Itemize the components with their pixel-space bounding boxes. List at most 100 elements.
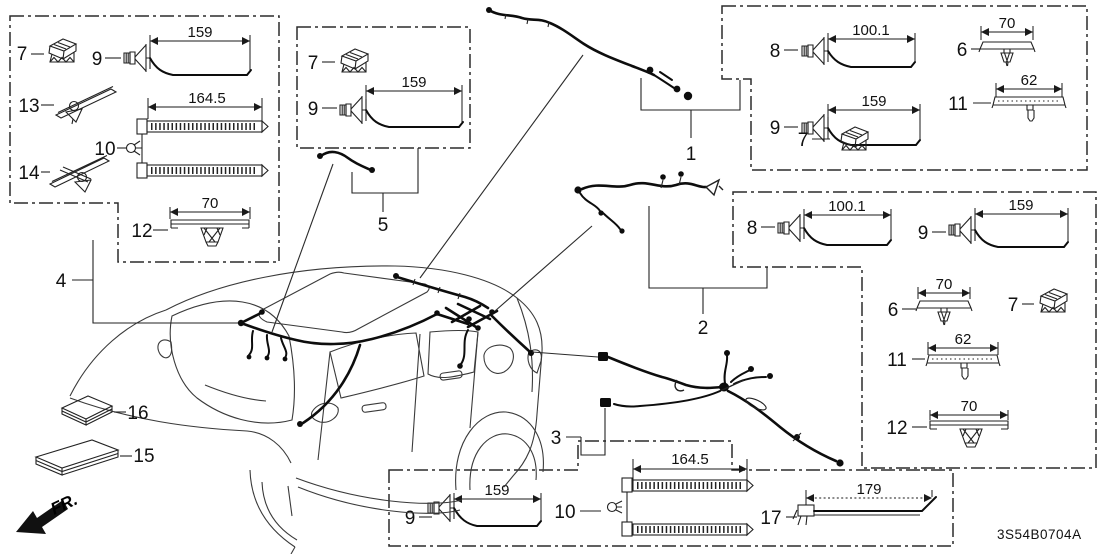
wire-tie-strap — [149, 57, 252, 76]
dim-label: 100.1 — [852, 22, 890, 39]
box-mid-right — [732, 191, 1097, 469]
wire-tie-anchor-icon — [427, 493, 455, 523]
dim-label: 62 — [955, 331, 972, 348]
callout-1-bracket — [640, 78, 741, 138]
ref-label: 11 — [948, 94, 968, 115]
dim-label: 70 — [202, 195, 219, 212]
box-top-right-items: 8 100.1 6 70 9 159 11 62 7 — [770, 15, 1067, 151]
wire-tie-anchor-icon — [339, 95, 367, 125]
bracket-clip-icon — [170, 219, 250, 247]
bracket-clip-icon — [978, 41, 1036, 67]
ref-label: 7 — [17, 44, 28, 65]
callout-16: 16 — [127, 403, 148, 424]
ref-label: 11 — [887, 350, 907, 371]
wire-tie-strap — [827, 50, 916, 68]
dim-label: 159 — [1008, 197, 1033, 214]
box-mid-left — [296, 26, 471, 149]
ref-label: 7 — [1008, 295, 1019, 316]
bracket-clip-icon — [991, 96, 1067, 122]
rear-wheel-arch — [455, 411, 544, 491]
dim-label: 62 — [1021, 72, 1038, 89]
wire-tie-strap — [453, 507, 542, 527]
callout-2-bracket — [648, 206, 768, 314]
wire-tie-anchor-icon — [777, 213, 805, 243]
box-top-right — [721, 5, 1088, 171]
dim-label: 70 — [936, 276, 953, 293]
front-wheel-arch — [249, 469, 298, 548]
door-handle — [361, 402, 387, 413]
ref-label: 13 — [18, 96, 39, 117]
callout-2: 2 — [698, 318, 709, 339]
wire-tie-strap — [974, 229, 1069, 248]
ref-label: 8 — [747, 218, 758, 239]
callout-5: 5 — [378, 215, 389, 236]
diagram-code: 3S54B0704A — [997, 527, 1082, 542]
box-top-left — [9, 15, 280, 263]
dim-label: 70 — [961, 398, 978, 415]
callout-4: 4 — [56, 271, 67, 292]
ref-label: 12 — [886, 418, 907, 439]
ref-label: 10 — [554, 502, 575, 523]
wire-tie-strap — [803, 227, 892, 246]
windshield — [169, 300, 295, 424]
rear-door-window — [427, 329, 479, 379]
push-clip-icon — [1039, 288, 1068, 313]
bracket-clip-icon — [925, 354, 1001, 380]
pad-15: 15 — [34, 439, 155, 476]
dim-label: 70 — [999, 15, 1016, 32]
box-bottom-items: 9 159 10 164.5 17 — [405, 451, 937, 537]
ref-label: 6 — [957, 40, 968, 61]
ref-label: 9 — [770, 118, 781, 139]
sunroof — [258, 271, 430, 334]
roof-harness — [237, 273, 534, 427]
push-clip-icon — [48, 38, 77, 63]
corrugated-sleeve-icon — [606, 477, 754, 537]
dim-label: 159 — [861, 93, 886, 110]
ref-label: 6 — [888, 300, 899, 321]
fr-arrow-icon — [16, 500, 68, 534]
ref-label: 17 — [760, 508, 781, 529]
t-clip-icon — [54, 86, 118, 125]
harness-3-sketch: 3 — [531, 350, 844, 467]
ref-label: 12 — [131, 221, 152, 242]
callout-15: 15 — [133, 446, 154, 467]
ref-label: 9 — [308, 99, 319, 120]
harness-1-sketch: 1 — [419, 7, 741, 279]
box-mid-right-items: 8 100.1 9 159 6 70 7 11 62 12 70 — [747, 197, 1069, 448]
wire-tie-strap — [365, 109, 464, 128]
ref-label: 7 — [798, 130, 809, 151]
callout-4-group: 4 — [56, 240, 238, 324]
callout-1: 1 — [686, 144, 697, 165]
leader-3 — [531, 351, 599, 358]
quarter-window — [483, 344, 514, 374]
bracket-clip-icon — [929, 420, 1009, 448]
wire-tie-anchor-icon — [123, 43, 151, 73]
harness-2-sketch: 2 — [494, 171, 768, 339]
wire-tie-anchor-icon — [801, 36, 829, 66]
box-mid-left-items: 7 9 159 — [308, 48, 464, 128]
callout-5-group: 5 — [271, 148, 419, 333]
ref-label: 9 — [918, 223, 929, 244]
dim-label: 159 — [187, 24, 212, 41]
push-clip-icon — [340, 48, 369, 73]
leader-5 — [271, 163, 334, 333]
ref-label: 9 — [92, 49, 103, 70]
mirror-far — [157, 339, 173, 359]
pad-16: 16 — [60, 395, 149, 426]
dim-label: 164.5 — [188, 90, 226, 107]
dim-label: 100.1 — [828, 198, 866, 215]
ref-label: 14 — [18, 163, 40, 184]
door-handle — [439, 370, 463, 381]
tail-lamp — [527, 349, 542, 374]
ref-label: 8 — [770, 41, 781, 62]
dim-label: 159 — [401, 74, 426, 91]
hook-tie-icon — [792, 496, 937, 526]
ref-label: 7 — [308, 53, 319, 74]
front-direction-indicator: FR. — [16, 490, 81, 534]
t-clip-double-icon — [48, 155, 111, 193]
ref-label: 10 — [94, 139, 115, 160]
box-top-left-items: 7 9 159 13 10 — [17, 24, 269, 247]
bracket-clip-icon — [915, 300, 973, 326]
callout-5-bracket — [351, 148, 419, 212]
